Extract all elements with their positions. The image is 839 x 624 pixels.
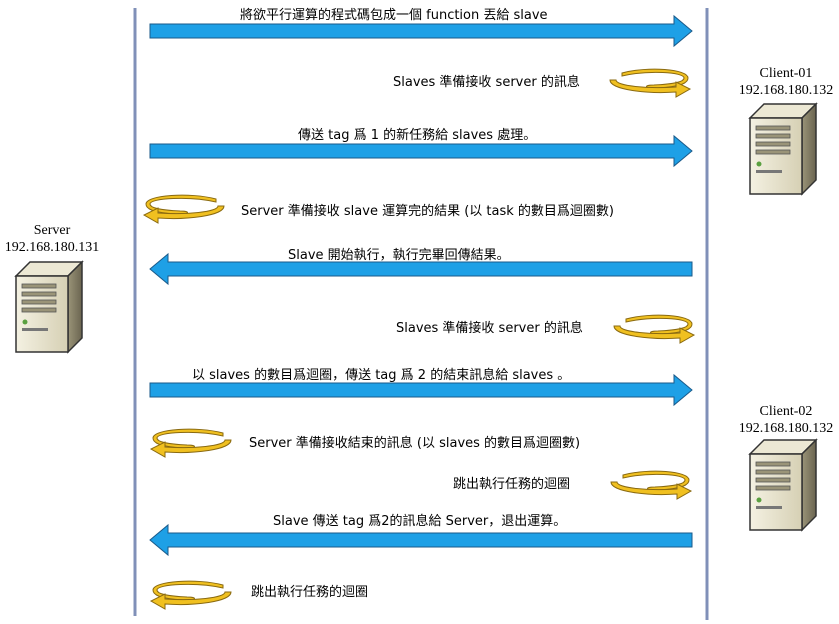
loop-arrow-icon [149, 580, 232, 610]
message-arrow-left [149, 252, 693, 286]
message-label: Slaves 準備接收 server 的訊息 [393, 75, 580, 90]
server-ip: 192.168.180.131 [4, 240, 100, 255]
loop-arrow-icon [142, 194, 225, 224]
message-label: 跳出執行任務的迴圈 [453, 477, 571, 492]
message-label: Slave 傳送 tag 爲2的訊息給 Server，退出運算。 [273, 514, 567, 529]
client2-name: Client-02 [759, 404, 813, 419]
message-label: Server 準備接收 slave 運算完的結果 (以 task 的數目爲迴圈數… [241, 204, 614, 219]
server-name: Server [33, 223, 71, 238]
client1-name: Client-01 [759, 66, 813, 81]
client2-label: Client-02 192.168.180.132 [732, 403, 839, 437]
message-label: 跳出執行任務的迴圈 [251, 585, 369, 600]
loop-arrow-icon [613, 314, 696, 344]
message-label: Slaves 準備接收 server 的訊息 [396, 321, 583, 336]
server-computer-icon [14, 260, 84, 354]
message-arrow-right [149, 373, 693, 407]
message-label: Slave 開始執行，執行完畢回傳結果。 [288, 248, 510, 263]
message-label: 將欲平行運算的程式碼包成一個 function 丟給 slave [240, 8, 548, 23]
client1-label: Client-01 192.168.180.132 [732, 65, 839, 99]
message-label: 傳送 tag 爲 1 的新任務給 slaves 處理。 [298, 128, 537, 143]
message-arrow-right [149, 14, 693, 48]
loop-arrow-icon [149, 428, 232, 458]
server-label: Server 192.168.180.131 [2, 222, 102, 256]
client1-ip: 192.168.180.132 [738, 83, 834, 98]
loop-arrow-icon [610, 470, 693, 500]
client2-computer-icon [748, 438, 818, 532]
client2-ip: 192.168.180.132 [738, 421, 834, 436]
message-label: 以 slaves 的數目爲迴圈，傳送 tag 爲 2 的結束訊息給 slaves… [192, 368, 571, 383]
loop-arrow-icon [609, 68, 692, 98]
message-arrow-left [149, 523, 693, 557]
client1-computer-icon [748, 102, 818, 196]
message-label: Server 準備接收結束的訊息 (以 slaves 的數目爲迴圈數) [249, 436, 581, 451]
message-arrow-right [149, 134, 693, 168]
